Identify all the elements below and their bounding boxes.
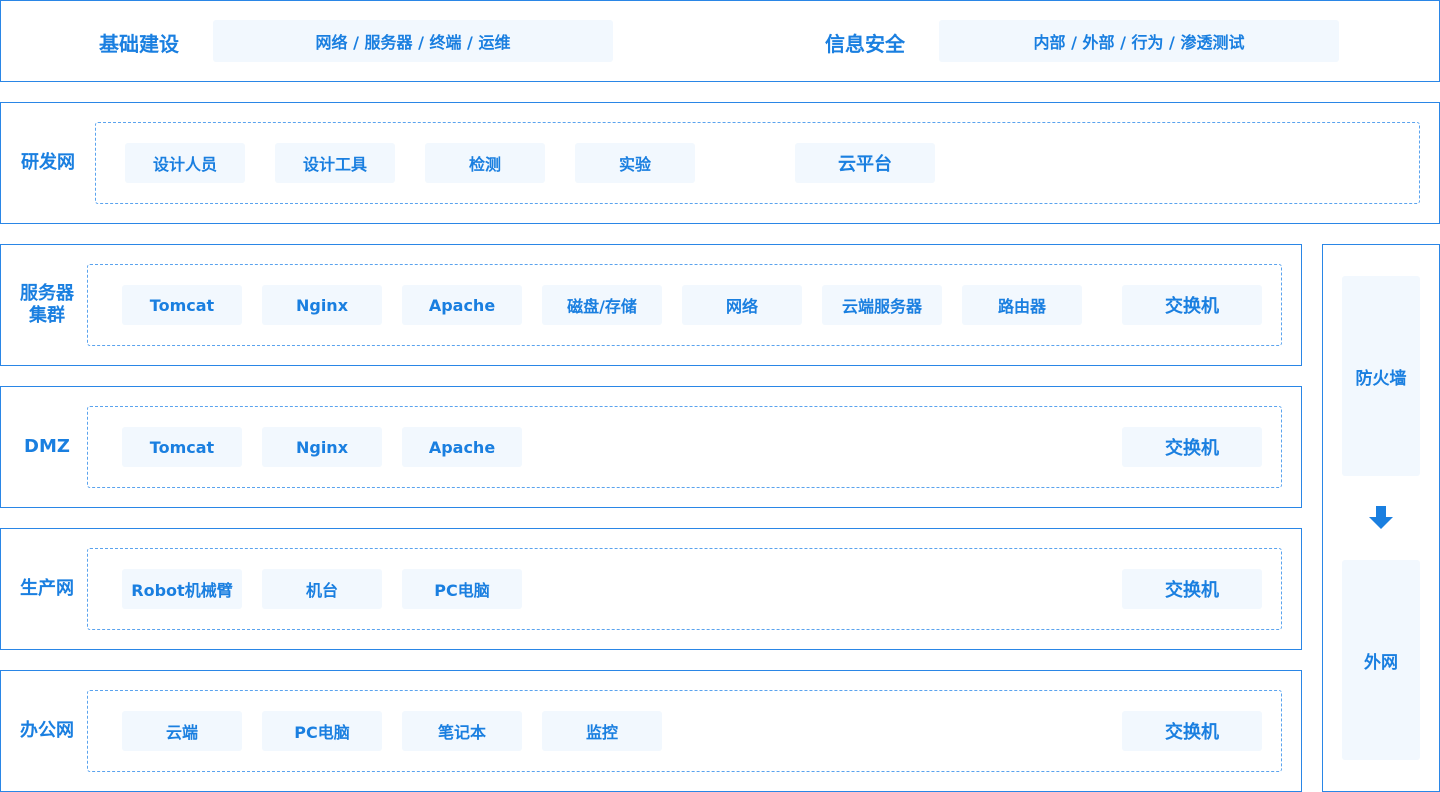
rnd-item-designers: 设计人员 bbox=[125, 143, 245, 183]
firewall-block: 防火墙 bbox=[1342, 276, 1420, 476]
production-item-pc: PC电脑 bbox=[402, 569, 522, 609]
office-item-pc: PC电脑 bbox=[262, 711, 382, 751]
security-items: 内部 / 外部 / 行为 / 渗透测试 bbox=[939, 20, 1339, 62]
cluster-item-network: 网络 bbox=[682, 285, 802, 325]
production-item-robot-arm: Robot机械臂 bbox=[122, 569, 242, 609]
infrastructure-items: 网络 / 服务器 / 终端 / 运维 bbox=[213, 20, 613, 62]
internet-block: 外网 bbox=[1342, 560, 1420, 760]
cluster-item-router: 路由器 bbox=[962, 285, 1082, 325]
cluster-item-tomcat: Tomcat bbox=[122, 285, 242, 325]
rnd-item-design-tools: 设计工具 bbox=[275, 143, 395, 183]
dmz-item-nginx: Nginx bbox=[262, 427, 382, 467]
office-item-laptop: 笔记本 bbox=[402, 711, 522, 751]
dmz-item-apache: Apache bbox=[402, 427, 522, 467]
office-item-cloud: 云端 bbox=[122, 711, 242, 751]
production-dashed-group bbox=[87, 548, 1282, 630]
office-dashed-group bbox=[87, 690, 1282, 772]
dmz-dashed-group bbox=[87, 406, 1282, 488]
dmz-label: DMZ bbox=[24, 436, 70, 457]
cluster-label: 服务器集群 bbox=[20, 283, 74, 326]
cluster-item-nginx: Nginx bbox=[262, 285, 382, 325]
rnd-item-testing: 检测 bbox=[425, 143, 545, 183]
production-label: 生产网 bbox=[20, 578, 74, 599]
cluster-item-storage: 磁盘/存储 bbox=[542, 285, 662, 325]
infrastructure-title: 基础建设 bbox=[99, 32, 179, 56]
rnd-dashed-group bbox=[95, 122, 1420, 204]
office-item-monitoring: 监控 bbox=[542, 711, 662, 751]
rnd-label: 研发网 bbox=[21, 152, 75, 173]
dmz-item-tomcat: Tomcat bbox=[122, 427, 242, 467]
dmz-switch: 交换机 bbox=[1122, 427, 1262, 467]
rnd-item-experiment: 实验 bbox=[575, 143, 695, 183]
production-item-machine: 机台 bbox=[262, 569, 382, 609]
security-title: 信息安全 bbox=[825, 32, 905, 56]
cluster-dashed-group bbox=[87, 264, 1282, 346]
production-switch: 交换机 bbox=[1122, 569, 1262, 609]
cluster-item-apache: Apache bbox=[402, 285, 522, 325]
arrow-down-icon bbox=[1369, 506, 1393, 529]
office-label: 办公网 bbox=[20, 720, 74, 741]
cluster-item-cloud-server: 云端服务器 bbox=[822, 285, 942, 325]
office-switch: 交换机 bbox=[1122, 711, 1262, 751]
rnd-item-cloud-platform: 云平台 bbox=[795, 143, 935, 183]
cluster-switch: 交换机 bbox=[1122, 285, 1262, 325]
